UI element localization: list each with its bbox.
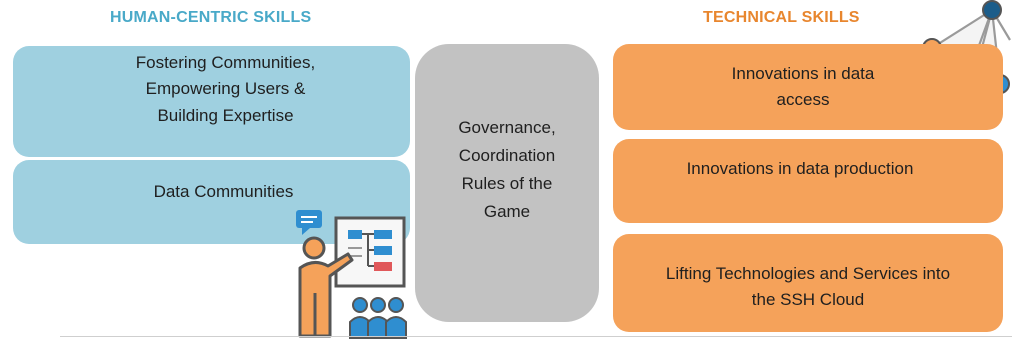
fostering-communities-label: Fostering Communities, Empowering Users … [135, 52, 316, 125]
data-production-label: Innovations in data production [686, 158, 914, 178]
lifting-technologies-label: Lifting Technologies and Services into t… [665, 263, 951, 309]
fostering-communities-box: Fostering Communities, Empowering Users … [13, 46, 410, 157]
human-centric-skills-heading: HUMAN-CENTRIC SKILLS [110, 9, 312, 26]
presenter-at-board-icon [296, 210, 407, 339]
governance-label: Governance, Coordination Rules of the Ga… [458, 117, 556, 222]
data-communities-label: Data Communities [153, 181, 294, 201]
lifting-technologies-box: Lifting Technologies and Services into t… [613, 234, 1003, 332]
governance-box: Governance, Coordination Rules of the Ga… [415, 44, 599, 322]
bottom-divider [60, 336, 1012, 337]
data-access-label: Innovations in data access [731, 63, 875, 109]
technical-skills-heading: TECHNICAL SKILLS [703, 9, 860, 26]
data-access-box: Innovations in data access [613, 44, 1003, 130]
data-production-box: Innovations in data production [613, 139, 1003, 223]
